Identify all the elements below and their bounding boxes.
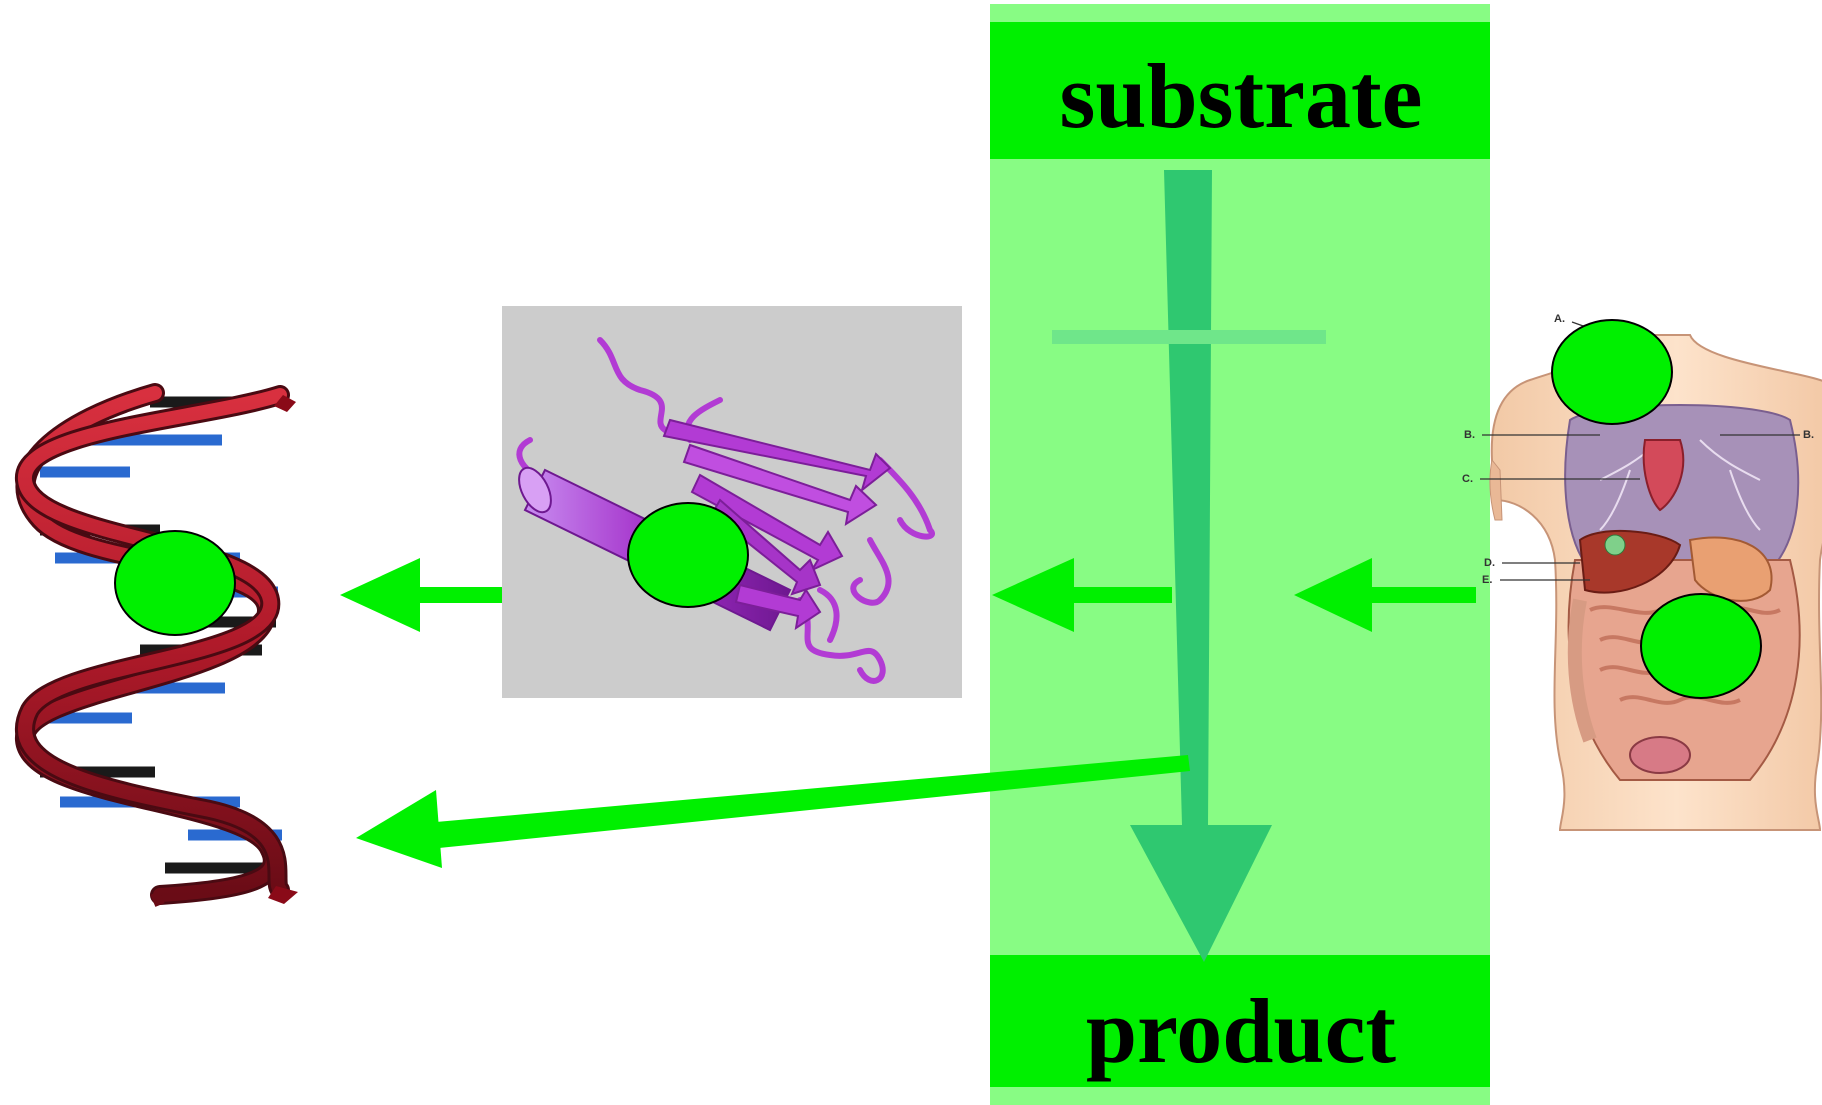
arrow-pathway-to-protein: [992, 558, 1172, 632]
marker-organ-lower: [1640, 593, 1762, 699]
arrow-pathway-to-dna-long: [356, 755, 1190, 868]
product-label: product: [1085, 980, 1397, 1082]
pathway-band: [990, 4, 1490, 1105]
anatomy-label-d: D.: [1484, 557, 1495, 569]
anatomy-label-a: A.: [1554, 313, 1565, 325]
anatomy-label-c: C.: [1462, 473, 1473, 485]
inhibition-bar-icon: [1052, 330, 1326, 344]
anatomy-label-e: E.: [1482, 574, 1492, 586]
marker-protein: [627, 502, 749, 608]
protein-ribbon-structure-icon: [502, 306, 962, 698]
substrate-label: substrate: [1059, 45, 1423, 147]
arrow-protein-to-dna: [340, 558, 522, 632]
product-box: [990, 955, 1490, 1087]
dna-double-helix-icon: [15, 383, 298, 907]
substrate-box: [990, 22, 1490, 159]
anatomy-label-b-right: B.: [1803, 429, 1814, 441]
marker-organ-upper: [1551, 319, 1673, 425]
arrow-organ-to-pathway: [1294, 558, 1476, 632]
marker-dna: [114, 530, 236, 636]
human-torso-anatomy-icon: A. B. B. C. D. E.: [1462, 313, 1822, 831]
main-flux-arrow: [1130, 170, 1272, 962]
anatomy-label-b-left: B.: [1464, 429, 1475, 441]
